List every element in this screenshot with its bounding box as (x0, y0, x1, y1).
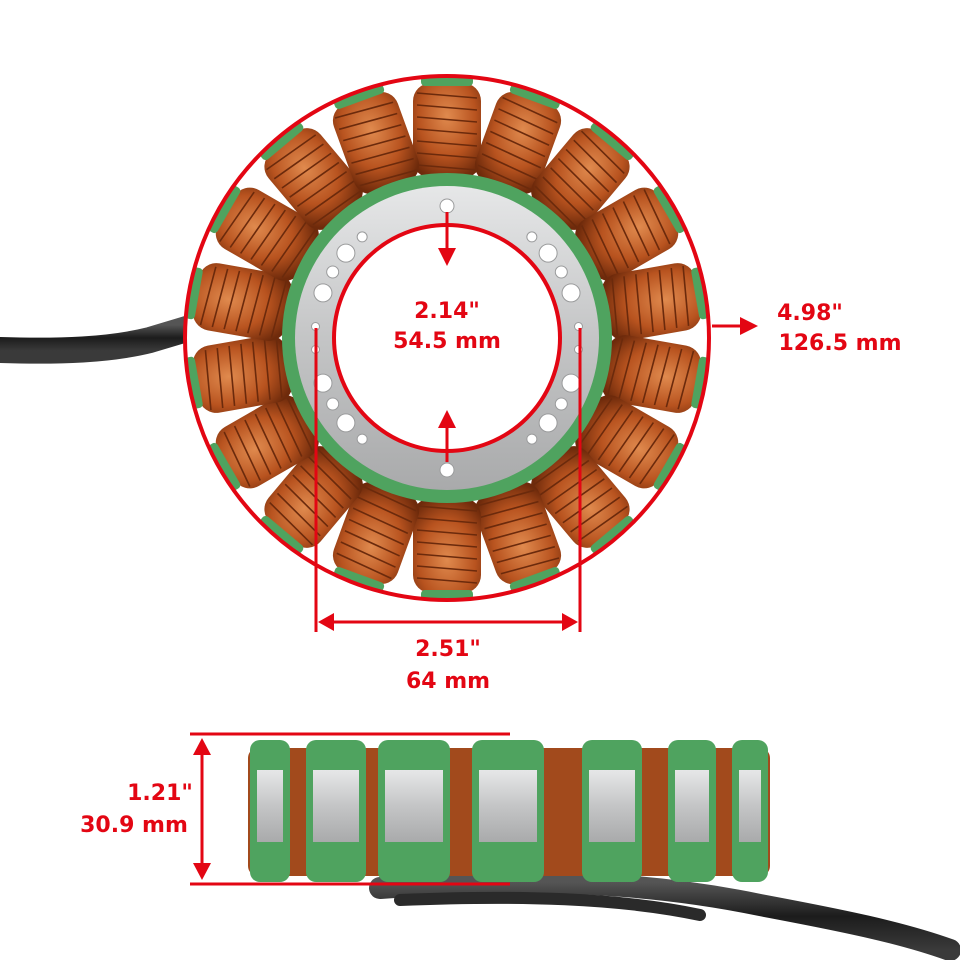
stator-coil (332, 84, 420, 195)
stator-coil (601, 263, 709, 341)
mounting-hole (313, 373, 333, 393)
stator-tooth (250, 740, 290, 882)
mounting-hole (356, 433, 368, 445)
stator-coil (260, 122, 363, 230)
mounting-hole (439, 198, 455, 214)
mounting-hole (326, 397, 340, 411)
mounting-hole (538, 243, 558, 263)
stator-side-view (248, 740, 960, 960)
mounting-hole (326, 265, 340, 279)
stator-coil (575, 395, 686, 491)
outer-diameter-arrow (712, 317, 758, 335)
stator-tooth (378, 740, 450, 882)
inner-diameter-mm: 54.5 mm (393, 329, 501, 354)
mounting-hole (336, 413, 356, 433)
bolt-spacing-inch: 2.51" (415, 637, 481, 662)
mounting-hole (538, 413, 558, 433)
stator-coil (332, 481, 420, 592)
outer-diameter-mm: 126.5 mm (778, 331, 901, 356)
mounting-hole (554, 397, 568, 411)
stator-coil (531, 122, 634, 230)
stator-coil (413, 498, 481, 600)
thickness-dimension (190, 732, 510, 886)
stator-coil (601, 335, 709, 413)
outer-diameter-inch: 4.98" (777, 301, 843, 326)
stator-tooth (472, 740, 544, 882)
mounting-hole (526, 231, 538, 243)
mounting-holes (311, 198, 583, 478)
mounting-hole (313, 283, 333, 303)
stator-tooth (582, 740, 642, 882)
mounting-hole (336, 243, 356, 263)
mounting-hole (554, 265, 568, 279)
stator-coils (185, 76, 709, 600)
stator-coil (185, 263, 293, 341)
inner-diameter-arrows (438, 212, 456, 462)
mounting-hole (356, 231, 368, 243)
bolt-spacing-mm: 64 mm (406, 669, 490, 694)
mounting-hole (561, 373, 581, 393)
stator-coil (474, 481, 562, 592)
mounting-hole (561, 283, 581, 303)
stator-coil (208, 395, 319, 491)
stator-coil (208, 185, 319, 281)
outer-diameter-circle (183, 74, 711, 602)
stator-coil (474, 84, 562, 195)
stator-tooth (306, 740, 366, 882)
stator-coil (575, 185, 686, 281)
side-view-teeth (250, 740, 768, 882)
thickness-inch: 1.21" (127, 781, 193, 806)
stator-top-view (0, 74, 711, 602)
stator-cable-top (0, 312, 213, 364)
thickness-mm: 30.9 mm (80, 813, 188, 838)
stator-coil (413, 76, 481, 178)
stator-coil (185, 335, 293, 413)
stator-tooth (668, 740, 716, 882)
inner-diameter-inch: 2.14" (414, 299, 480, 324)
bolt-spacing-dimension (314, 328, 582, 632)
stator-coil (260, 446, 363, 554)
mounting-hole (526, 433, 538, 445)
mounting-hole (439, 462, 455, 478)
stator-tooth (732, 740, 768, 882)
